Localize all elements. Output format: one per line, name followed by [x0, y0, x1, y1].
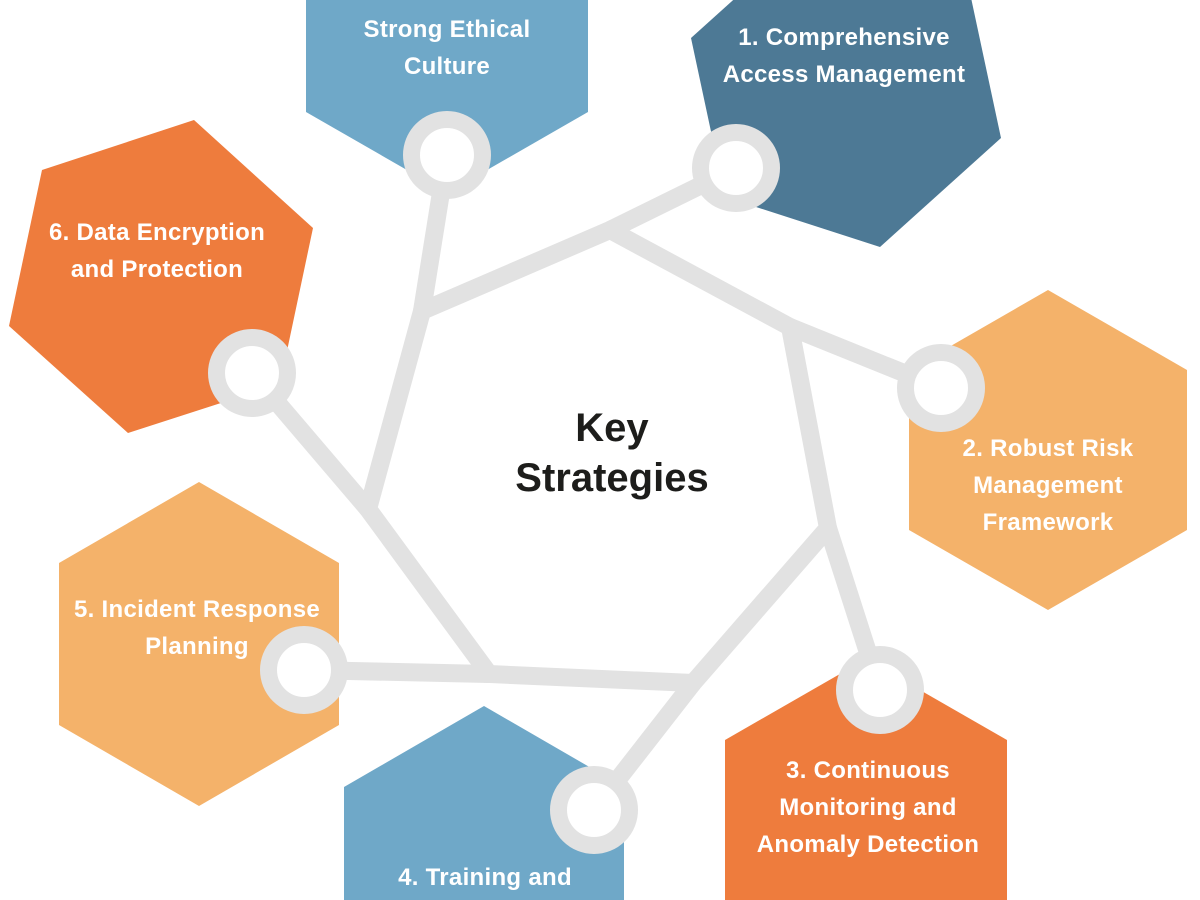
connector-ring-6	[208, 329, 296, 417]
connector-ring-3	[836, 646, 924, 734]
hexagon-2-risk-management	[909, 290, 1187, 610]
connector-ring-5	[260, 626, 348, 714]
connector-ring-7	[403, 111, 491, 199]
ring-layer	[208, 111, 985, 854]
connector-ring-4	[550, 766, 638, 854]
heptagon-web-path	[358, 220, 838, 693]
hexagon-layer	[9, 0, 1187, 900]
connector-ring-1	[692, 124, 780, 212]
hexagon-4-training	[344, 706, 624, 900]
connector-ring-2	[897, 344, 985, 432]
hexagon-5-incident-response	[59, 482, 339, 806]
hexagon-7-strong-ethical-culture	[306, 0, 588, 193]
hexagon-3-continuous-monitoring	[725, 659, 1007, 900]
